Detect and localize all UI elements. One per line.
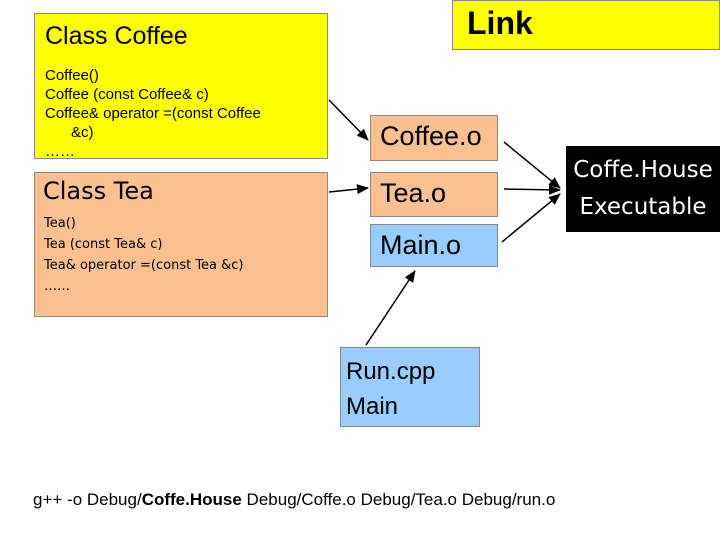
coffee-class-box: Class Coffee Coffee() Coffee (const Coff… <box>34 13 328 159</box>
run-cpp-box: Run.cpp Main <box>340 347 480 427</box>
executable-label: Coffe.House Executable <box>572 152 714 226</box>
arrow-tea-to-tea-o <box>328 184 369 195</box>
tea-method: …… <box>44 279 70 294</box>
coffee-method: Coffee() <box>45 67 99 84</box>
main-o-label: Main.o <box>380 230 462 260</box>
tea-class-title: Class Tea <box>43 177 154 205</box>
compile-command: g++ -o Debug/Coffe.House Debug/Coffe.o D… <box>33 490 555 510</box>
coffee-o-box: Coffee.o <box>370 115 498 161</box>
link-box: Link <box>452 0 720 50</box>
coffee-method: …… <box>45 143 75 159</box>
executable-box: Coffe.House Executable <box>566 146 720 232</box>
run-cpp-line: Run.cpp <box>346 358 436 385</box>
arrow-coffee-o-to-executable <box>503 141 561 189</box>
coffee-method: Coffee& operator =(const Coffee <box>45 105 261 122</box>
executable-line: Executable <box>579 194 707 220</box>
arrow-main-o-to-executable <box>501 193 561 243</box>
arrow-coffee-to-coffee-o <box>328 99 369 141</box>
tea-class-methods: Tea() Tea (const Tea& c) Tea& operator =… <box>44 213 244 297</box>
executable-line: Coffe.House <box>573 157 713 183</box>
coffee-o-label: Coffee.o <box>380 121 482 151</box>
tea-method: Tea() <box>44 216 76 231</box>
tea-o-label: Tea.o <box>380 178 447 208</box>
arrow-run-to-main-o <box>365 270 416 346</box>
tea-class-box: Class Tea Tea() Tea (const Tea& c) Tea& … <box>34 172 328 317</box>
command-target: Coffe.House <box>141 490 242 509</box>
main-o-box: Main.o <box>370 224 498 267</box>
arrow-tea-o-to-executable <box>503 184 561 195</box>
tea-method: Tea& operator =(const Tea &c) <box>44 258 244 273</box>
coffee-method: &c) <box>71 124 94 141</box>
coffee-method: Coffee (const Coffee& c) <box>45 86 209 103</box>
run-cpp-label: Run.cpp Main <box>346 354 435 424</box>
coffee-class-methods: Coffee() Coffee (const Coffee& c) Coffee… <box>45 66 261 159</box>
command-prefix: g++ -o Debug/ <box>33 490 142 509</box>
coffee-class-title: Class Coffee <box>45 22 188 50</box>
command-suffix: Debug/Coffe.o Debug/Tea.o Debug/run.o <box>241 490 556 509</box>
tea-method: Tea (const Tea& c) <box>44 237 163 252</box>
run-cpp-line: Main <box>346 393 399 420</box>
link-label: Link <box>467 5 533 41</box>
tea-o-box: Tea.o <box>370 172 498 217</box>
